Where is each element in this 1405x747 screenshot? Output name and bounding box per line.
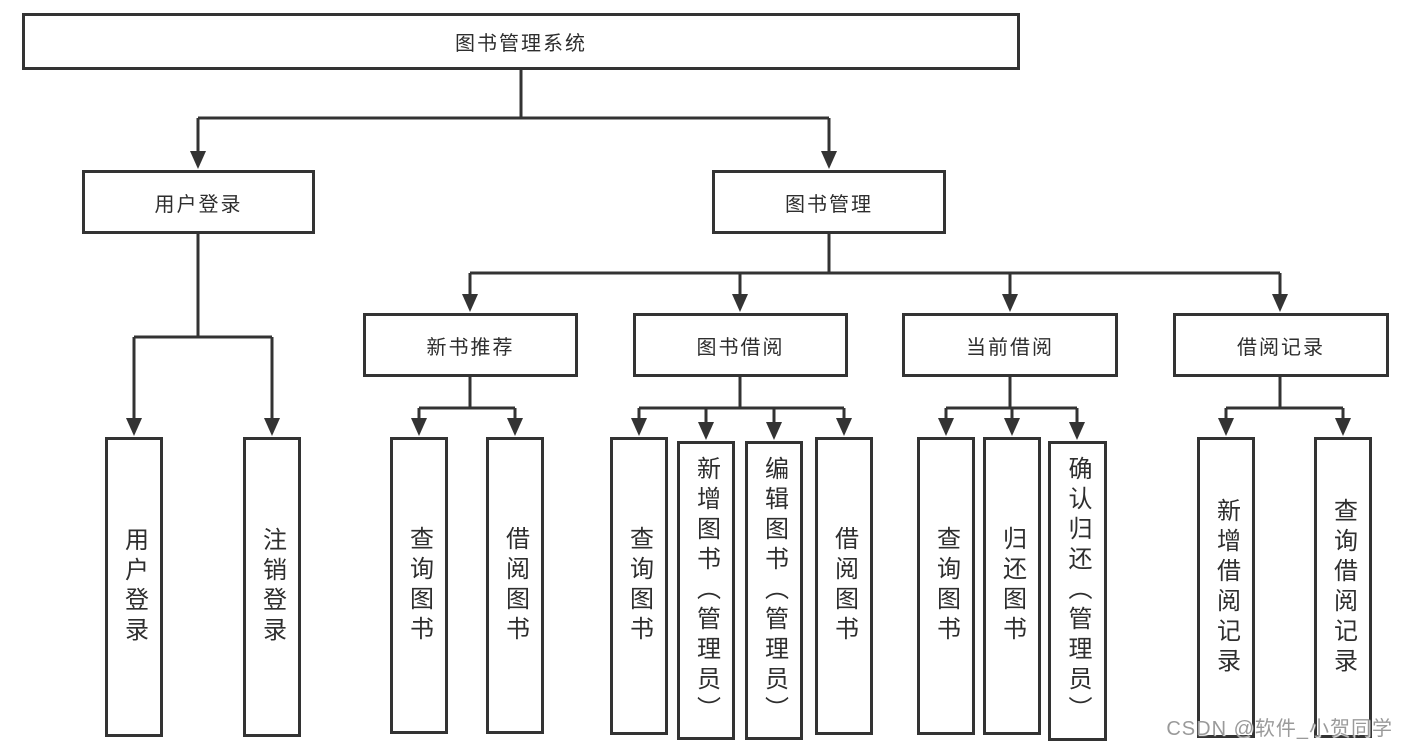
- connector-current-borrow-group: [944, 377, 1079, 424]
- leaf-borrow-add-books-admin: 新增图书（管理员）: [677, 441, 735, 740]
- arrowheads-current-borrow-group: [938, 418, 1085, 440]
- arrowheads-root-to-level2: [190, 151, 837, 169]
- arrowheads-borrow-records-group: [1218, 418, 1351, 436]
- node-current-borrowing: 当前借阅: [902, 313, 1118, 377]
- watermark-text: CSDN @软件_小贺同学: [1166, 718, 1393, 740]
- leaf-current-query-books: 查询图书: [917, 437, 975, 735]
- leaf-newbook-borrow-books: 借阅图书: [486, 437, 544, 734]
- leaf-records-query-borrow-record: 查询借阅记录: [1314, 437, 1372, 738]
- connector-root-to-level2: [196, 69, 831, 153]
- arrowheads-book-borrow-group: [631, 418, 852, 440]
- connector-book-management-to-groups: [468, 234, 1282, 296]
- node-new-book-recommend: 新书推荐: [363, 313, 578, 377]
- leaf-logout: 注销登录: [243, 437, 301, 737]
- connector-user-login-branch: [132, 234, 274, 420]
- leaf-borrow-query-books: 查询图书: [610, 437, 668, 735]
- connector-new-book-group: [417, 377, 517, 420]
- arrowheads-user-login-branch: [126, 418, 280, 436]
- leaf-user-login: 用户登录: [105, 437, 163, 737]
- leaf-records-add-borrow-record: 新增借阅记录: [1197, 437, 1255, 738]
- leaf-current-confirm-return-admin: 确认归还（管理员）: [1048, 441, 1107, 741]
- leaf-borrow-borrow-books: 借阅图书: [815, 437, 873, 735]
- node-borrow-records: 借阅记录: [1173, 313, 1389, 377]
- node-book-management: 图书管理: [712, 170, 946, 234]
- leaf-newbook-query-books: 查询图书: [390, 437, 448, 734]
- arrowheads-book-management-to-groups: [462, 294, 1288, 312]
- leaf-borrow-edit-books-admin: 编辑图书（管理员）: [745, 441, 803, 740]
- node-book-borrowing: 图书借阅: [633, 313, 848, 377]
- node-library-management-system: 图书管理系统: [22, 13, 1020, 70]
- node-user-login-branch: 用户登录: [82, 170, 315, 234]
- leaf-current-return-books: 归还图书: [983, 437, 1041, 735]
- connector-borrow-records-group: [1224, 377, 1345, 420]
- connector-book-borrow-group: [637, 377, 846, 424]
- arrowheads-new-book-group: [411, 418, 523, 436]
